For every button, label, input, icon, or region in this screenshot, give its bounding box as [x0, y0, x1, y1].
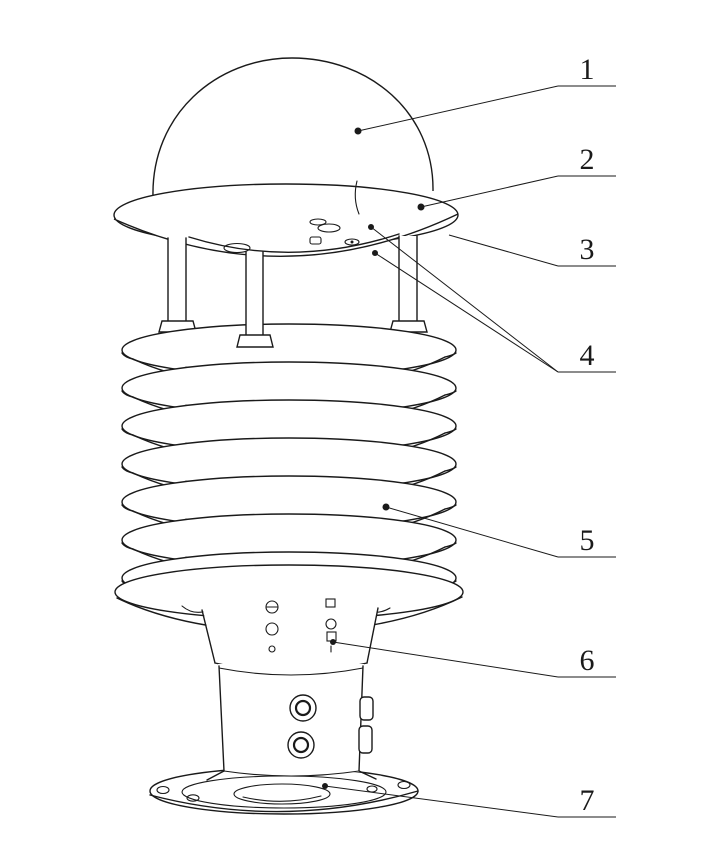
body-waist-inner-edge: [218, 667, 364, 676]
base-flange: [149, 767, 419, 815]
plate-opening: [223, 242, 251, 254]
callout-1-label: 1: [580, 53, 595, 86]
dome-outline: [152, 57, 434, 198]
sensor-block: [309, 236, 322, 245]
callout-5-label: 5: [580, 524, 595, 557]
cable-gland-upper-core: [294, 699, 312, 717]
cap-seam: [354, 180, 360, 215]
panel-indicator: [265, 622, 279, 636]
front-post-foot: [236, 334, 274, 348]
right-post: [398, 235, 418, 323]
front-post: [245, 251, 264, 337]
callout-2-leader: [420, 175, 559, 208]
callout-7: 7: [322, 783, 616, 818]
support-posts-rear: [158, 235, 428, 333]
flange-tab-right: [397, 780, 411, 790]
callout-3-leader: [448, 234, 559, 267]
flange-tab-left: [156, 785, 170, 795]
flange-opening-inner-arc: [242, 795, 322, 802]
right-post-foot: [389, 320, 428, 333]
callout-7-leader: [324, 785, 559, 818]
callout-4-label: 4: [580, 339, 595, 372]
flange-center-opening: [233, 783, 331, 805]
sensor-plate: [188, 218, 400, 254]
callout-4-leader-2: [374, 252, 559, 373]
body-base-flare: [206, 770, 377, 781]
sensor-eyelet: [344, 238, 360, 246]
callouts: 1 2 3 4 5: [322, 53, 616, 818]
side-lug-upper: [359, 696, 374, 721]
connector-top: [325, 618, 337, 630]
sensor-port: [317, 223, 341, 233]
panel-socket: [325, 598, 336, 608]
cable-gland-lower: [287, 731, 315, 759]
cable-gland-upper: [289, 694, 317, 722]
sensor-eyelet-pin: [350, 240, 354, 244]
callout-5-leader: [385, 506, 559, 558]
callout-2-label: 2: [580, 143, 595, 176]
dome: [152, 57, 434, 198]
callout-5: 5: [382, 503, 616, 558]
side-lug-lower: [358, 725, 373, 754]
callout-4-leader: [370, 226, 559, 373]
left-post: [167, 237, 187, 323]
callout-4: 4: [368, 224, 616, 373]
callout-3-label: 3: [580, 233, 595, 266]
callout-6: 6: [330, 639, 616, 678]
sensor-port-small: [309, 218, 327, 226]
body-upper-left-edge: [201, 609, 216, 664]
callout-6-label: 6: [580, 644, 595, 677]
panel-indicator-small: [268, 645, 276, 653]
callout-6-leader: [332, 641, 559, 678]
bolt-hole-left: [186, 794, 200, 802]
body-upper-right-edge: [366, 607, 379, 664]
body-bottom-edge: [223, 770, 360, 777]
body-lower-left-edge: [218, 665, 225, 772]
plate-edge: [188, 233, 400, 253]
body-housing: [201, 598, 379, 781]
shield-base-plate: [114, 564, 464, 633]
flange-bottom-rim: [149, 790, 419, 813]
callout-7-label: 7: [580, 784, 595, 817]
cable-gland-lower-core: [292, 736, 310, 754]
callout-2: 2: [417, 143, 616, 211]
flange-top: [149, 767, 419, 815]
support-post-front: [236, 251, 274, 348]
callout-1: 1: [354, 53, 616, 135]
callout-3: 3: [448, 233, 616, 267]
callout-1-leader: [357, 85, 559, 132]
